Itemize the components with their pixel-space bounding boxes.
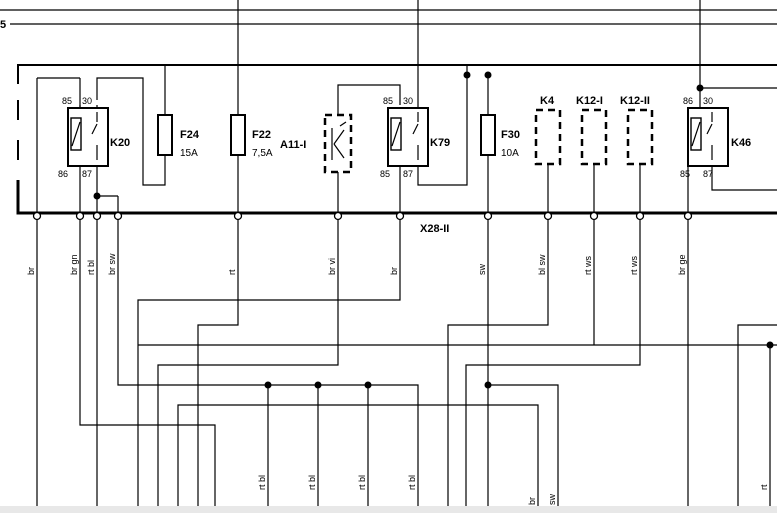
k20-pin-87: 87 xyxy=(82,169,92,179)
relay-k46: 86 30 85 87 K46 xyxy=(680,96,751,179)
wire-label: sw xyxy=(547,494,557,506)
wire-labels-bottom: rt bl rt bl rt bl rt bl br sw rt xyxy=(257,475,769,505)
wire-label: rt xyxy=(227,269,237,275)
edge-glyph: 5 xyxy=(0,19,6,31)
wire-label: br gn xyxy=(69,254,79,275)
fuse-f22: F22 7,5A xyxy=(230,114,273,159)
k46-pin-87: 87 xyxy=(703,169,713,179)
k79-pin-30: 30 xyxy=(403,96,413,106)
wire-label: sw xyxy=(477,264,487,276)
k20-label: K20 xyxy=(110,137,130,149)
wire-labels-top: br br gn rt bl br sw rt br vi br sw bl s… xyxy=(26,253,687,275)
k12ii-label: K12-II xyxy=(620,95,650,107)
k20-pin-30: 30 xyxy=(82,96,92,106)
module-a11: A11-I xyxy=(280,113,353,174)
k79-pin-87: 87 xyxy=(403,169,413,179)
wire-label: rt bl xyxy=(86,260,96,275)
f30-label: F30 xyxy=(501,129,520,141)
relay-k20: 85 30 86 87 K20 xyxy=(58,96,130,179)
k79-pin-85: 85 xyxy=(383,96,393,106)
k4-label: K4 xyxy=(540,95,555,107)
wire-label: rt ws xyxy=(583,256,593,275)
bottom-strip xyxy=(0,506,777,513)
k46-pin-86: 86 xyxy=(683,96,693,106)
wire-label: br xyxy=(527,497,537,505)
f24-label: F24 xyxy=(180,129,200,141)
wire-label: rt bl xyxy=(357,475,367,490)
relay-k12-ii: K12-II xyxy=(620,95,654,166)
connector-label: X28-II xyxy=(420,223,449,235)
top-bus-lines xyxy=(0,0,777,25)
relay-k4: K4 xyxy=(534,95,562,166)
internal-wiring xyxy=(36,10,777,213)
k79-label: K79 xyxy=(430,137,450,149)
k20-pin-85: 85 xyxy=(62,96,72,106)
wire-label: rt bl xyxy=(257,475,267,490)
wire-label: rt bl xyxy=(307,475,317,490)
harness-wires xyxy=(36,220,777,513)
wire-label: br xyxy=(389,267,399,275)
k46-label: K46 xyxy=(731,137,751,149)
wire-label: br ge xyxy=(677,254,687,275)
k46-pin-30: 30 xyxy=(703,96,713,106)
k46-pin-85: 85 xyxy=(680,169,690,179)
relay-k12-i: K12-I xyxy=(576,95,608,166)
k12i-label: K12-I xyxy=(576,95,603,107)
fuse-f30: F30 10A xyxy=(480,114,520,159)
fuse-f24: F24 15A xyxy=(157,114,200,159)
connector-pins xyxy=(32,211,693,221)
k79-pin-85b: 85 xyxy=(380,169,390,179)
wire-label: rt ws xyxy=(629,256,639,275)
wire-label: rt xyxy=(759,484,769,490)
wire-label: br sw xyxy=(107,253,117,275)
f22-label: F22 xyxy=(252,129,271,141)
relay-k79: 85 30 85 87 K79 xyxy=(380,96,450,179)
wire-label: bl sw xyxy=(537,254,547,275)
f30-rating: 10A xyxy=(501,148,519,159)
k20-pin-86: 86 xyxy=(58,169,68,179)
wire-label: br xyxy=(26,267,36,275)
relay-box-outline xyxy=(16,64,777,215)
wire-label: br vi xyxy=(327,258,337,275)
wire-label: rt bl xyxy=(407,475,417,490)
a11-label: A11-I xyxy=(280,139,306,151)
f22-rating: 7,5A xyxy=(252,148,273,159)
f24-rating: 15A xyxy=(180,148,198,159)
